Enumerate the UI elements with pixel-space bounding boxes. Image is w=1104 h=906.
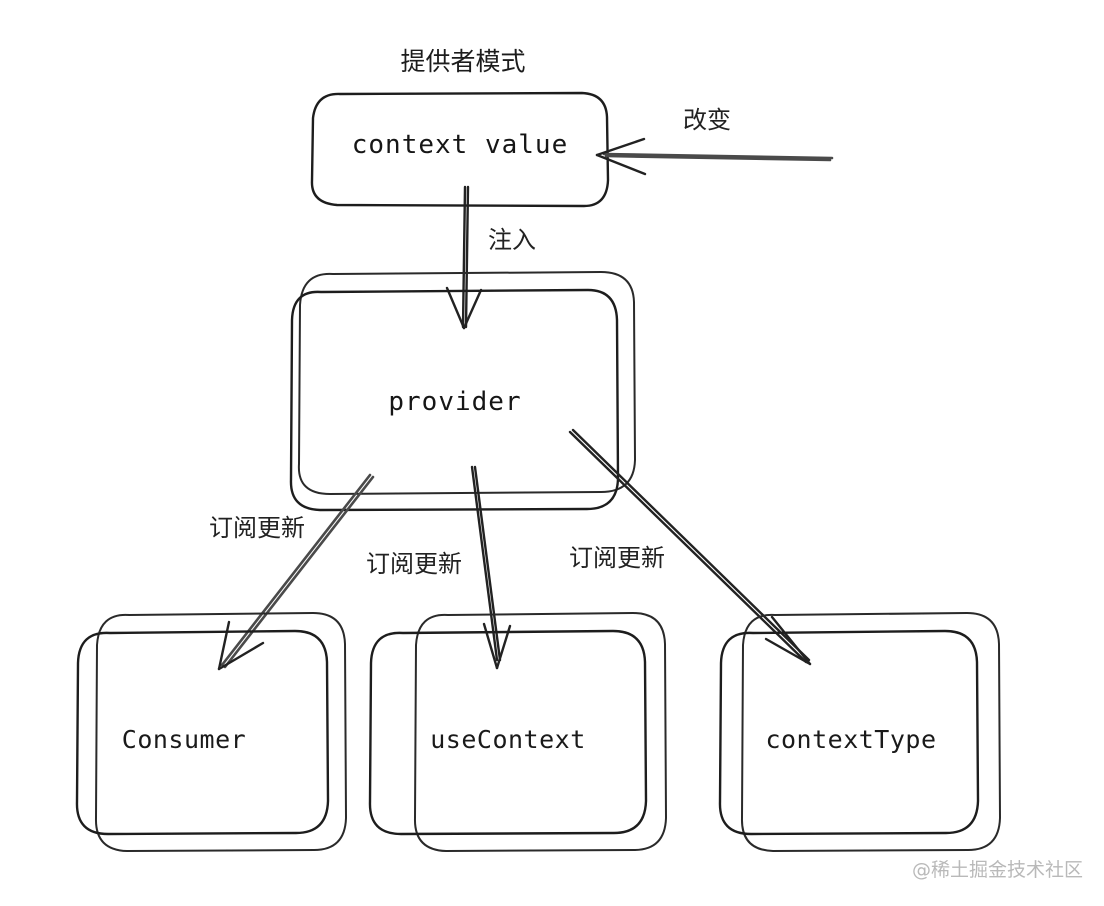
node-contexttype[interactable]: contextType [718, 612, 1001, 852]
node-consumer-label: Consumer [122, 725, 246, 754]
edge-subscribe-usecontext: 订阅更新 [366, 465, 512, 670]
page-title: 提供者模式 [400, 47, 525, 76]
edge-change: 改变 [595, 106, 834, 176]
edge-inject-label: 注入 [488, 226, 536, 254]
edge-subscribe-consumer-label: 订阅更新 [209, 514, 305, 542]
edge-subscribe-usecontext-label: 订阅更新 [366, 550, 462, 578]
edge-inject: 注入 [445, 185, 536, 330]
node-usecontext-label: useContext [430, 725, 586, 754]
node-contexttype-label: contextType [765, 725, 936, 754]
edge-subscribe-consumer: 订阅更新 [209, 473, 375, 671]
edge-subscribe-contexttype-label: 订阅更新 [569, 544, 665, 572]
node-provider[interactable]: provider [289, 271, 636, 512]
watermark: @稀土掘金技术社区 [912, 859, 1083, 881]
node-provider-label: provider [388, 387, 521, 417]
edge-change-label: 改变 [683, 106, 731, 134]
edge-subscribe-contexttype: 订阅更新 [568, 428, 812, 666]
node-context-value-label: context value [352, 130, 569, 160]
node-context-value[interactable]: context value [310, 91, 610, 208]
node-consumer[interactable]: Consumer [75, 612, 347, 852]
node-usecontext[interactable]: useContext [368, 612, 667, 852]
